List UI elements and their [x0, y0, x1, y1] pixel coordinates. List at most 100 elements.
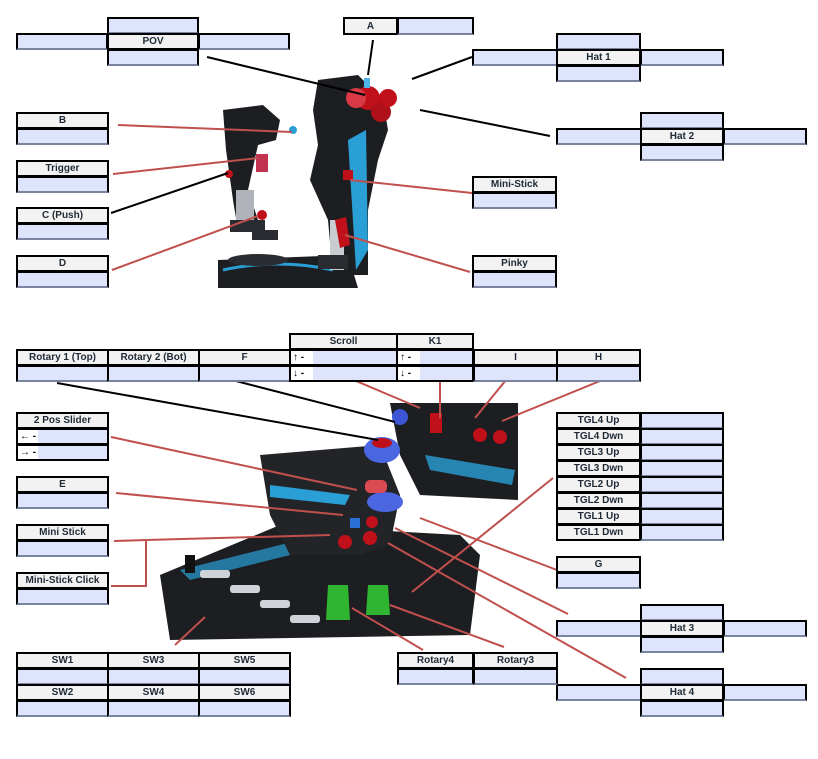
- scroll-label: Scroll: [289, 333, 398, 350]
- throttle-illustration: [160, 403, 518, 640]
- hat1-left-field[interactable]: [472, 49, 558, 66]
- hat4-up-field[interactable]: [640, 668, 724, 685]
- toggle-field[interactable]: [640, 444, 724, 461]
- pov-down-field[interactable]: [107, 49, 199, 66]
- hat2-down-field[interactable]: [640, 144, 724, 161]
- toggle-field[interactable]: [640, 492, 724, 509]
- e-label: E: [16, 476, 109, 493]
- toggle-field[interactable]: [640, 508, 724, 525]
- k1-down-row: ↓ -: [396, 365, 474, 382]
- mini-stick-click-field[interactable]: [16, 588, 109, 605]
- hat2-up-field[interactable]: [640, 112, 724, 129]
- hat4-left-field[interactable]: [556, 684, 642, 701]
- h-field[interactable]: [556, 365, 641, 382]
- hat3-up-field[interactable]: [640, 604, 724, 621]
- i-field[interactable]: [473, 365, 558, 382]
- toggle-field[interactable]: [640, 476, 724, 493]
- scroll-up-row: ↑ -: [289, 349, 398, 366]
- flight-stick-illustration: [218, 75, 397, 288]
- f-field[interactable]: [198, 365, 291, 382]
- arrow-down-icon: ↓ -: [293, 368, 305, 379]
- rotary2-label: Rotary 2 (Bot): [107, 349, 200, 366]
- switch-label: SW2: [16, 684, 109, 701]
- pinky-label: Pinky: [472, 255, 557, 272]
- d-field[interactable]: [16, 271, 109, 288]
- switch-field[interactable]: [198, 668, 291, 685]
- pov-up-field[interactable]: [107, 17, 199, 34]
- slider-right-row: → -: [16, 444, 109, 461]
- leader-line-hat2: [419, 109, 551, 137]
- arrow-up-icon: ↑ -: [293, 352, 305, 363]
- arrow-left-icon: ← -: [20, 431, 37, 442]
- scroll-up-field[interactable]: [313, 351, 396, 364]
- k1-up-row: ↑ -: [396, 349, 474, 366]
- h-label: H: [556, 349, 641, 366]
- slider-right-field[interactable]: [38, 446, 107, 459]
- hat3-down-field[interactable]: [640, 636, 724, 653]
- leader-line-hat1: [411, 56, 473, 80]
- switch-field[interactable]: [198, 700, 291, 717]
- arrow-right-icon: → -: [20, 447, 37, 458]
- hat4-right-field[interactable]: [723, 684, 807, 701]
- mini-stick-click-label: Mini-Stick Click: [16, 572, 109, 589]
- toggle-label: TGL3 Dwn: [556, 460, 641, 477]
- hat3-right-field[interactable]: [723, 620, 807, 637]
- leader-line-mini-stick-click: [111, 540, 147, 587]
- g-label: G: [556, 556, 641, 573]
- toggle-field[interactable]: [640, 460, 724, 477]
- b-label: B: [16, 112, 109, 129]
- switch-label: SW1: [16, 652, 109, 669]
- mini-stick-field[interactable]: [472, 192, 557, 209]
- k1-up-field[interactable]: [420, 351, 472, 364]
- toggle-label: TGL2 Dwn: [556, 492, 641, 509]
- throttle-photo: [160, 395, 528, 643]
- scroll-down-field[interactable]: [313, 367, 396, 380]
- hat4-down-field[interactable]: [640, 700, 724, 717]
- slider-left-field[interactable]: [38, 430, 107, 443]
- rotary1-field[interactable]: [16, 365, 109, 382]
- trigger-field[interactable]: [16, 176, 109, 193]
- toggle-field[interactable]: [640, 412, 724, 429]
- toggle-field[interactable]: [640, 524, 724, 541]
- trigger-part: [256, 154, 268, 172]
- d-label: D: [16, 255, 109, 272]
- leader-line-c: [110, 172, 229, 214]
- c-push-label: C (Push): [16, 207, 109, 224]
- pov-left-field[interactable]: [16, 33, 108, 50]
- hat1-up-field[interactable]: [556, 33, 641, 50]
- rotary4-field[interactable]: [397, 668, 474, 685]
- throttle-mini-stick-field[interactable]: [16, 540, 109, 557]
- g-field[interactable]: [556, 572, 641, 589]
- switch-field[interactable]: [16, 668, 109, 685]
- switch-field[interactable]: [16, 700, 109, 717]
- pov-right-field[interactable]: [198, 33, 290, 50]
- k1-down-field[interactable]: [420, 367, 472, 380]
- hat2-label: Hat 2: [640, 128, 724, 145]
- e-field[interactable]: [16, 492, 109, 509]
- mini-stick-label: Mini-Stick: [472, 176, 557, 193]
- rotary3-field[interactable]: [473, 668, 558, 685]
- hat1-label: Hat 1: [556, 49, 641, 66]
- hat4-label: Hat 4: [640, 684, 724, 701]
- pov-label: POV: [107, 33, 199, 50]
- hat1-down-field[interactable]: [556, 65, 641, 82]
- hat3-left-field[interactable]: [556, 620, 642, 637]
- pinky-field[interactable]: [472, 271, 557, 288]
- rotary1-label: Rotary 1 (Top): [16, 349, 109, 366]
- throttle-mini-stick-label: Mini Stick: [16, 524, 109, 541]
- toggle-field[interactable]: [640, 428, 724, 445]
- switch-field[interactable]: [107, 668, 200, 685]
- hat2-right-field[interactable]: [723, 128, 807, 145]
- switch-field[interactable]: [107, 700, 200, 717]
- toggle-label: TGL1 Up: [556, 508, 641, 525]
- rotary3-label: Rotary3: [473, 652, 558, 669]
- switch-label: SW4: [107, 684, 200, 701]
- toggle-label: TGL2 Up: [556, 476, 641, 493]
- hat1-right-field[interactable]: [640, 49, 724, 66]
- rotary2-field[interactable]: [107, 365, 200, 382]
- hat2-left-field[interactable]: [556, 128, 642, 145]
- slider-left-row: ← -: [16, 428, 109, 445]
- c-push-field[interactable]: [16, 223, 109, 240]
- a-field[interactable]: [397, 17, 474, 35]
- b-field[interactable]: [16, 128, 109, 145]
